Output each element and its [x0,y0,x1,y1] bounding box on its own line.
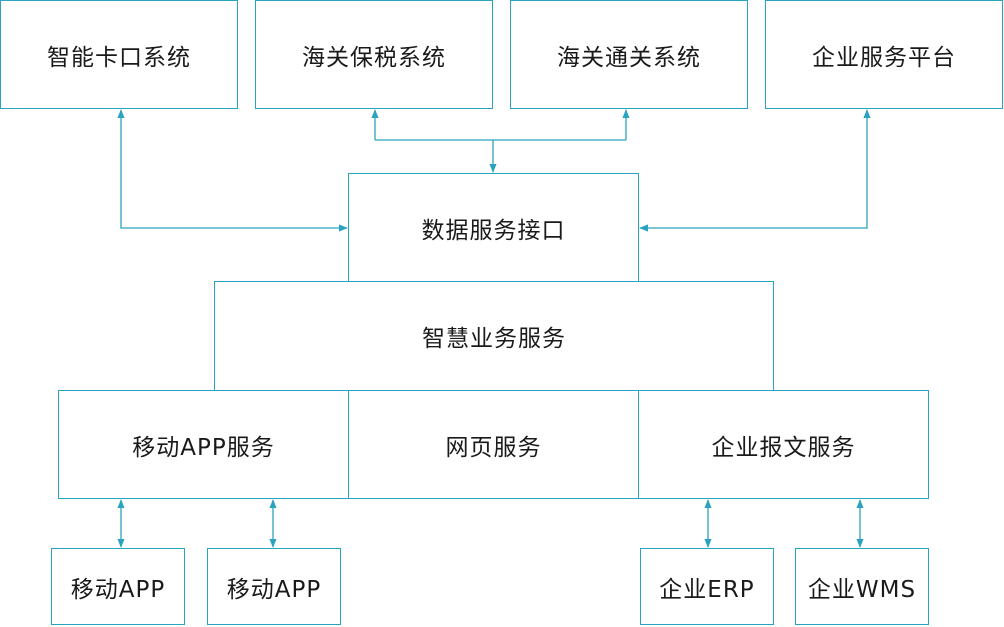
arrow-enterprise-platform-to-interface [639,109,871,232]
enterprise-wms-label: 企业WMS [807,576,917,603]
smart-business-box: 智慧业务服务 [214,281,774,391]
enterprise-erp-label: 企业ERP [659,576,755,603]
mobile-app-client-1-label: 移动APP [70,576,166,603]
mobile-app-client-2: 移动APP [207,548,341,625]
mobile-app-client-2-label: 移动APP [226,576,322,603]
bonded-system-box: 海关保税系统 [255,0,493,109]
bonded-system-label: 海关保税系统 [302,44,446,71]
smart-gate-system-box: 智能卡口系统 [0,0,238,109]
enterprise-message-service-label: 企业报文服务 [711,434,856,461]
mobile-app-client-1: 移动APP [51,548,185,625]
mobile-app-service-label: 移动APP服务 [132,434,275,461]
clearance-system-label: 海关通关系统 [557,44,701,71]
clearance-system-box: 海关通关系统 [510,0,748,109]
web-service-label: 网页服务 [445,434,542,461]
enterprise-erp-client: 企业ERP [640,548,774,625]
enterprise-wms-client: 企业WMS [795,548,929,625]
arrow-smart-gate-to-interface [117,109,348,232]
data-interface-box: 数据服务接口 [348,173,639,282]
enterprise-platform-box: 企业服务平台 [765,0,1003,109]
smart-business-label: 智慧业务服务 [422,326,566,352]
data-interface-label: 数据服务接口 [421,217,566,244]
enterprise-message-service-box: 企业报文服务 [638,390,929,499]
smart-gate-system-label: 智能卡口系统 [47,44,191,71]
web-service-box: 网页服务 [348,390,639,499]
enterprise-platform-label: 企业服务平台 [812,44,956,71]
mobile-app-service-box: 移动APP服务 [58,390,349,499]
